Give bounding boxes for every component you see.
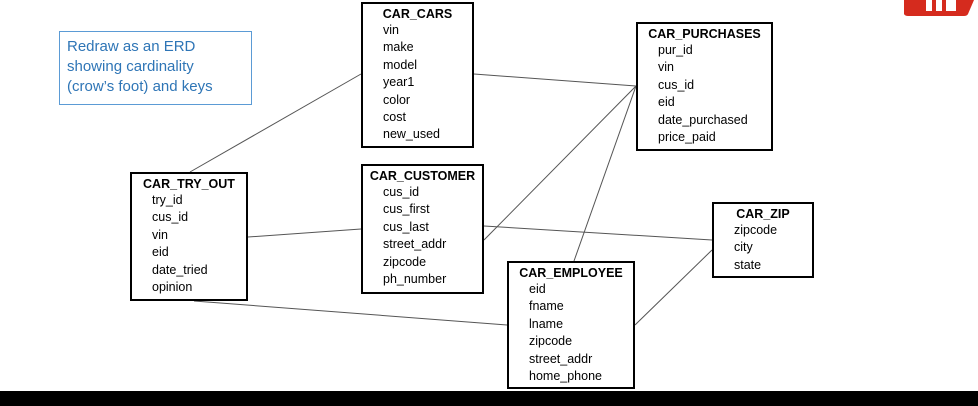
field: state bbox=[734, 257, 762, 272]
field: zipcode bbox=[383, 254, 427, 269]
table-name: CAR_PURCHASES bbox=[648, 27, 761, 41]
relationship-line-tryout-cars bbox=[189, 73, 362, 173]
field: street_addr bbox=[529, 351, 593, 366]
table-name: CAR_TRY_OUT bbox=[143, 177, 235, 191]
field: zipcode bbox=[529, 334, 573, 349]
field: cus_id bbox=[383, 185, 420, 199]
field: try_id bbox=[152, 193, 183, 207]
logo bbox=[904, 0, 974, 16]
table-car-customer: CAR_CUSTOMER cus_id cus_first cus_last s… bbox=[361, 164, 484, 294]
field: new_used bbox=[383, 127, 440, 142]
field: make bbox=[383, 40, 414, 55]
field: cus_id bbox=[658, 77, 695, 92]
field: date_tried bbox=[152, 262, 208, 277]
field: model bbox=[383, 57, 418, 72]
field: vin bbox=[658, 60, 674, 75]
table-name: CAR_ZIP bbox=[736, 207, 790, 221]
note-line: showing cardinality bbox=[67, 58, 194, 75]
relationship-line-cars-purchases bbox=[473, 73, 637, 87]
field: date_purchased bbox=[658, 112, 748, 127]
field: fname bbox=[529, 299, 564, 314]
table-car-try-out: CAR_TRY_OUT try_id cus_id vin eid date_t… bbox=[130, 172, 248, 301]
table-car-employee: CAR_EMPLOYEE eid fname lname zipcode str… bbox=[507, 261, 635, 389]
field: cost bbox=[383, 110, 406, 125]
table-car-zip: CAR_ZIP zipcode city state bbox=[712, 202, 814, 278]
field: street_addr bbox=[383, 237, 447, 252]
field: cus_first bbox=[383, 202, 430, 217]
table-name: CAR_CARS bbox=[382, 7, 453, 21]
table-car-cars: CAR_CARS vin make model year1 color cost… bbox=[361, 2, 474, 148]
bottom-bar bbox=[0, 391, 978, 406]
field: lname bbox=[529, 316, 564, 331]
field: pur_id bbox=[658, 43, 693, 57]
field: cus_id bbox=[152, 210, 189, 225]
field: eid bbox=[658, 95, 675, 110]
field: color bbox=[383, 92, 411, 107]
field: opinion bbox=[152, 280, 193, 295]
field: vin bbox=[152, 227, 168, 242]
table-name: CAR_EMPLOYEE bbox=[519, 266, 623, 280]
relationship-line-tryout-customer bbox=[247, 228, 362, 238]
field: home_phone bbox=[529, 369, 602, 384]
instruction-note: Redraw as an ERD showing cardinality (cr… bbox=[59, 31, 252, 105]
relationship-line-employee-zip bbox=[634, 249, 713, 326]
field: ph_number bbox=[383, 272, 447, 287]
note-line: (crow’s foot) and keys bbox=[67, 78, 213, 95]
field: eid bbox=[529, 282, 546, 296]
field: city bbox=[734, 240, 753, 255]
field: year1 bbox=[383, 75, 415, 90]
field: zipcode bbox=[734, 223, 778, 237]
field: price_paid bbox=[658, 130, 716, 145]
field: eid bbox=[152, 245, 169, 260]
table-car-purchases: CAR_PURCHASES pur_id vin cus_id eid date… bbox=[636, 22, 773, 151]
note-line: Redraw as an ERD bbox=[67, 38, 196, 55]
relationship-line-customer-purchases bbox=[483, 85, 637, 241]
field: vin bbox=[383, 23, 399, 37]
field: cus_last bbox=[383, 219, 429, 234]
relationship-line-customer-zip bbox=[483, 225, 713, 241]
table-name: CAR_CUSTOMER bbox=[369, 169, 476, 183]
relationship-line-tryout-employee bbox=[193, 300, 508, 326]
